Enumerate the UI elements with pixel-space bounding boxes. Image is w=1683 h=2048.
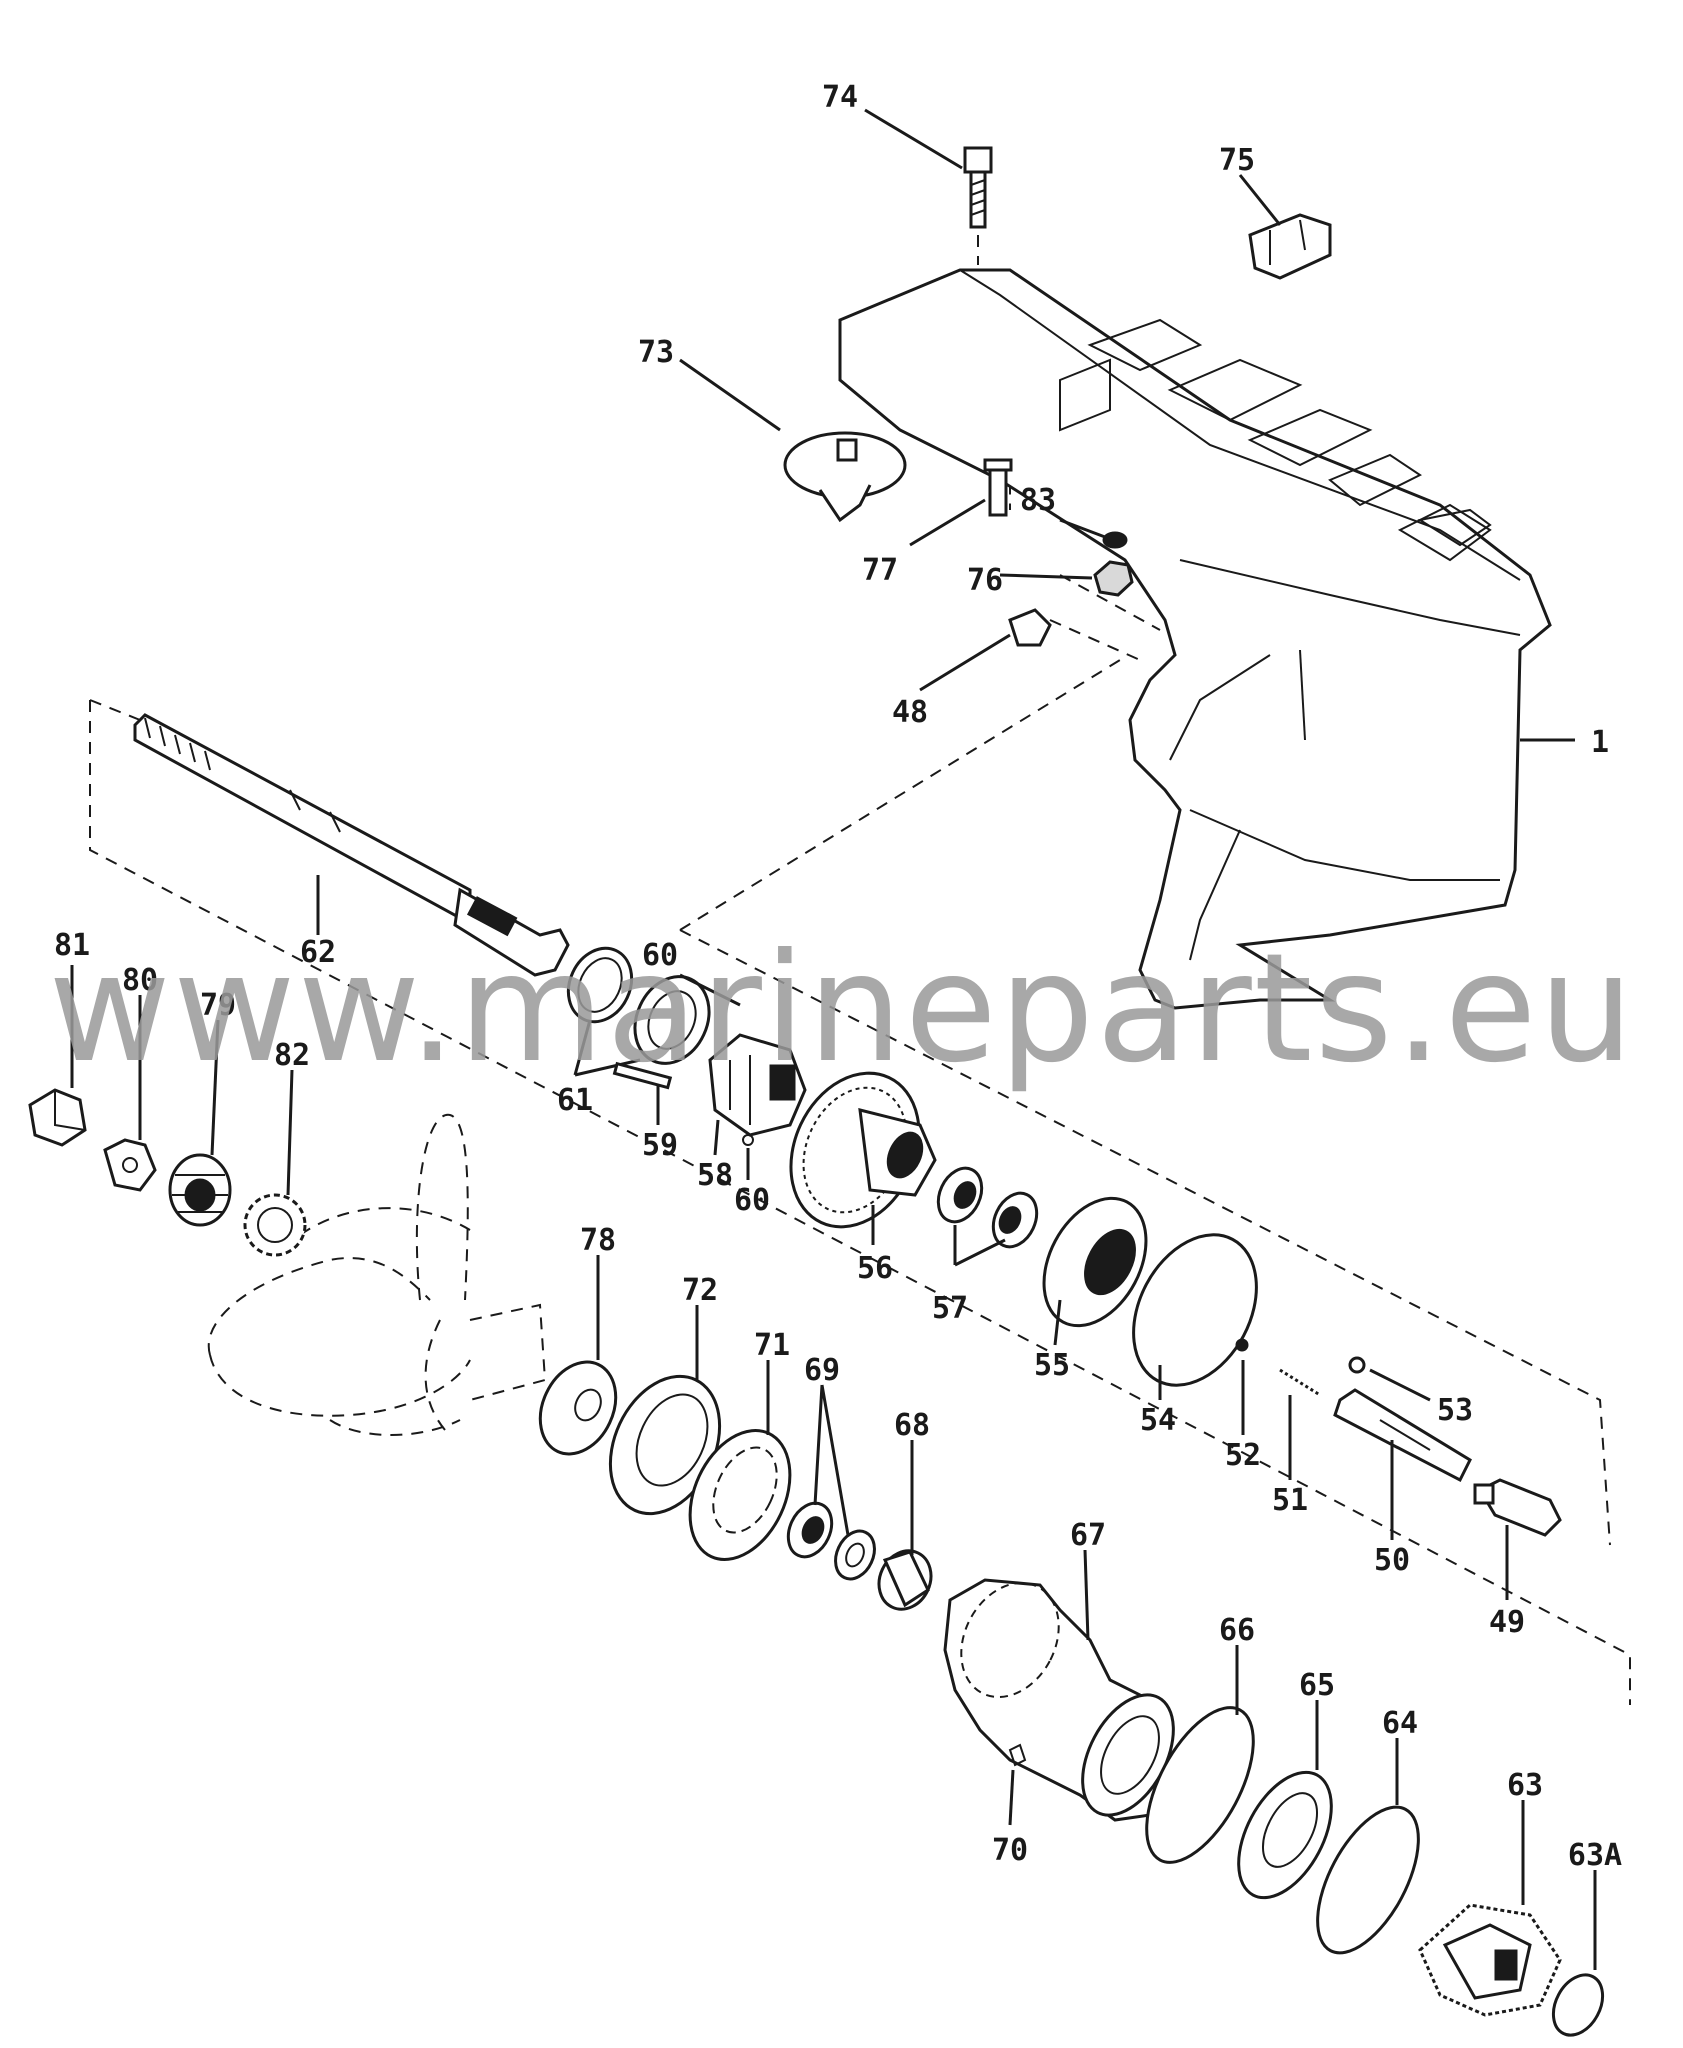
label-part-1: 1 (1591, 725, 1609, 760)
ball-part-52 (1235, 1338, 1249, 1352)
leader-69 (813, 1384, 850, 1536)
thrust-washer-part-78 (538, 1360, 618, 1456)
trim-tab-part-73 (783, 431, 907, 523)
label-part-55: 55 (1034, 1348, 1070, 1383)
label-part-63: 63 (1507, 1768, 1543, 1803)
thrust-hub-part-79 (168, 1153, 232, 1227)
label-part-71: 71 (754, 1328, 790, 1363)
watermark-text: www.marineparts.eu (48, 922, 1636, 1096)
screw-part-77 (983, 458, 1013, 517)
label-part-60-lower: 60 (734, 1183, 770, 1218)
label-part-73: 73 (638, 335, 674, 370)
label-part-59: 59 (642, 1128, 678, 1163)
leader-76 (999, 573, 1093, 580)
bearing-cup-part-55 (1042, 1196, 1148, 1328)
leader-55 (1053, 1299, 1062, 1346)
washer-part-83 (1102, 531, 1128, 549)
leader-53 (1369, 1368, 1431, 1402)
label-part-77: 77 (862, 553, 898, 588)
label-part-62: 62 (300, 935, 336, 970)
leader-57 (953, 1225, 1006, 1267)
label-part-57: 57 (932, 1291, 968, 1326)
clutch-part-58 (708, 1033, 807, 1137)
bearing-set-part-57 (936, 1166, 1039, 1249)
label-part-76: 76 (967, 563, 1003, 598)
ball-part-60 (742, 1134, 754, 1146)
leader-74 (864, 108, 963, 170)
leader-77 (909, 498, 986, 547)
label-part-83: 83 (1020, 483, 1056, 518)
spring-part-51 (1279, 1368, 1321, 1397)
washer-part-63a (1551, 1973, 1605, 2037)
label-part-67: 67 (1070, 1518, 1106, 1553)
nut-part-81 (28, 1088, 87, 1147)
nut-part-76 (1093, 560, 1134, 597)
leader-73 (679, 358, 781, 432)
gear-housing-part-1 (838, 268, 1552, 1010)
pin-part-59 (612, 1061, 673, 1090)
label-part-64: 64 (1382, 1706, 1418, 1741)
leader-70 (1008, 1769, 1015, 1826)
label-part-80: 80 (122, 963, 158, 998)
clip-part-75 (1248, 213, 1332, 280)
part-labels: 74 75 73 83 77 76 48 1 62 81 80 79 82 60… (54, 80, 1622, 1873)
label-part-51: 51 (1272, 1483, 1308, 1518)
label-part-61: 61 (557, 1083, 593, 1118)
leader-83 (1059, 518, 1106, 539)
bearing-set-part-69 (786, 1501, 876, 1581)
label-part-82: 82 (274, 1038, 310, 1073)
ring-part-61 (566, 946, 634, 1024)
label-part-63a: 63A (1568, 1838, 1622, 1873)
retaining-ring-part-71 (688, 1429, 792, 1561)
o-ring-part-66 (1145, 1706, 1255, 1864)
label-part-60-upper: 60 (642, 938, 678, 973)
lock-washer-part-82 (243, 1193, 307, 1257)
label-part-52: 52 (1225, 1438, 1261, 1473)
label-part-65: 65 (1299, 1668, 1335, 1703)
propeller-shaft-part-62 (133, 713, 570, 977)
label-part-81: 81 (54, 928, 90, 963)
label-part-78: 78 (580, 1223, 616, 1258)
label-part-79: 79 (200, 988, 236, 1023)
label-part-70: 70 (992, 1833, 1028, 1868)
label-part-69: 69 (804, 1353, 840, 1388)
pinion-gear-part-63 (1418, 1903, 1562, 2017)
label-part-68: 68 (894, 1408, 930, 1443)
label-part-50: 50 (1374, 1543, 1410, 1578)
label-part-66: 66 (1219, 1613, 1255, 1648)
anode-part-48 (1008, 608, 1052, 647)
ring-part-64 (1316, 1805, 1420, 1955)
label-part-75: 75 (1219, 143, 1255, 178)
label-part-58: 58 (697, 1158, 733, 1193)
leader-82 (286, 1069, 294, 1196)
leader-67 (1083, 1549, 1090, 1641)
leader-60a (679, 973, 741, 1007)
label-part-49: 49 (1489, 1605, 1525, 1640)
bearing-carrier-part-67 (943, 1578, 1175, 1822)
shaft-part-50 (1333, 1388, 1472, 1483)
bearing-part-65 (1237, 1770, 1333, 1900)
pin-part-53 (1348, 1356, 1366, 1374)
label-part-72: 72 (682, 1273, 718, 1308)
gear-part-56 (789, 1071, 937, 1229)
tab-washer-part-80 (103, 1138, 157, 1192)
leader-61 (573, 1019, 641, 1077)
label-part-56: 56 (857, 1251, 893, 1286)
label-part-53: 53 (1437, 1393, 1473, 1428)
label-part-48: 48 (892, 695, 928, 730)
label-part-74: 74 (822, 80, 858, 115)
bolt-part-74 (963, 146, 993, 229)
ring-part-54 (1132, 1233, 1258, 1387)
leader-75 (1238, 174, 1282, 226)
leader-48 (919, 633, 1011, 692)
leader-79 (210, 1019, 220, 1156)
needle-bearing-part-68 (877, 1549, 933, 1611)
cam-part-49 (1473, 1478, 1562, 1537)
pin-part-70 (1008, 1743, 1027, 1767)
leader-58 (713, 1119, 720, 1156)
label-part-54: 54 (1140, 1403, 1176, 1438)
propeller-outline (207, 1113, 547, 1436)
